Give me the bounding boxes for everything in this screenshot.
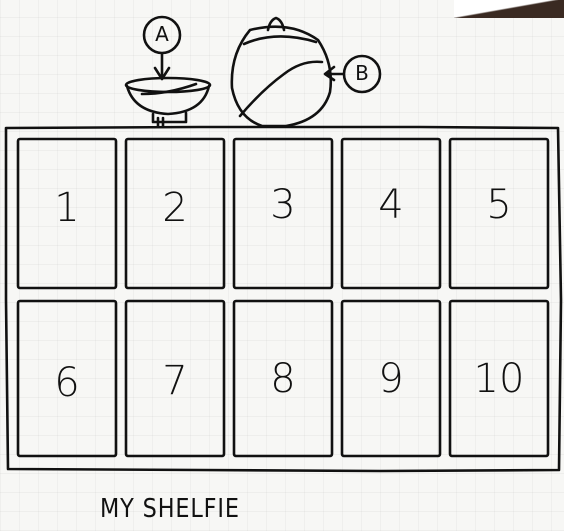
cell-number-2: 2 [145, 185, 205, 231]
cell-number-8: 8 [253, 356, 313, 402]
cell-number-9: 9 [361, 356, 421, 402]
label-b: B [347, 61, 377, 85]
pot-object [232, 18, 331, 126]
cell-number-1: 1 [37, 185, 97, 231]
label-a-arrow [155, 54, 169, 79]
cell-number-10: 10 [469, 356, 529, 402]
bowl-object [126, 78, 210, 126]
cell-number-5: 5 [469, 182, 529, 228]
cell-number-6: 6 [37, 360, 97, 406]
label-a: A [147, 22, 177, 46]
shelf-frame [6, 127, 561, 471]
page-title: MY SHELFIE [100, 494, 272, 524]
cell-number-4: 4 [361, 182, 421, 228]
cell-number-3: 3 [253, 182, 313, 228]
label-b-arrow [325, 67, 343, 80]
cell-number-7: 7 [145, 358, 205, 404]
